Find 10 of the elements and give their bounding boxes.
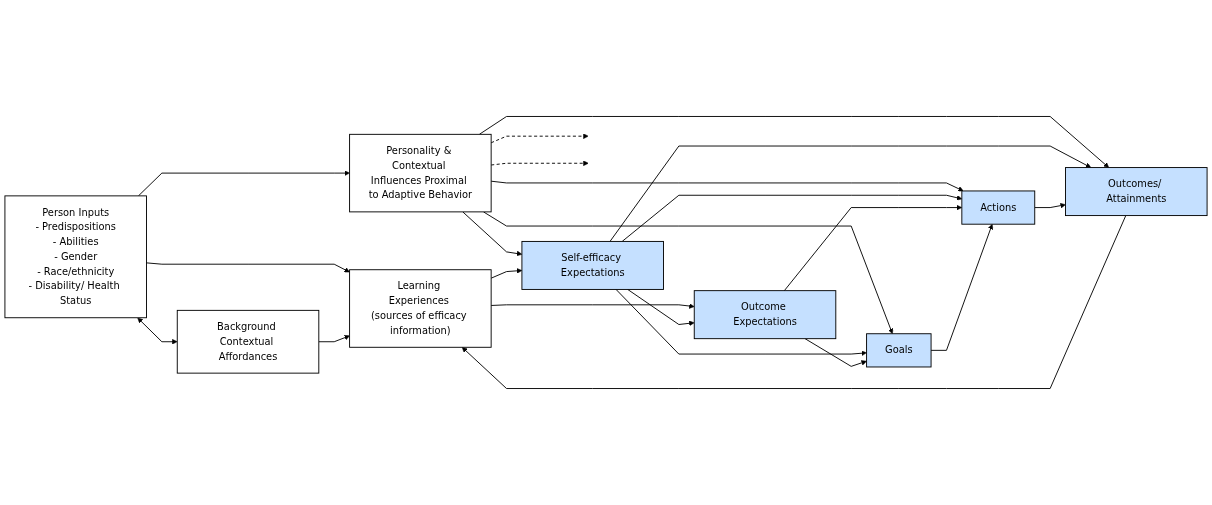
process-box: Goals [866, 333, 932, 368]
process-box: Outcomes/ Attainments [1065, 167, 1208, 217]
process-box: Actions [961, 190, 1036, 225]
process-box: Learning Experiences (sources of efficacy information) [349, 269, 492, 348]
arrow [137, 317, 178, 345]
process-box: Person Inputs - Predispositions - Abilities - Gender - Race/ethnicity - Disability/ Health Status [4, 195, 147, 319]
process-box: Personality & Contextual Influences Proximal to Adaptive Behavior [349, 133, 492, 213]
process-box: Outcome Expectations [693, 290, 837, 340]
process-box: Self-efficacy Expectations [521, 240, 664, 290]
process-box: Background Contextual Affordances [176, 309, 320, 374]
